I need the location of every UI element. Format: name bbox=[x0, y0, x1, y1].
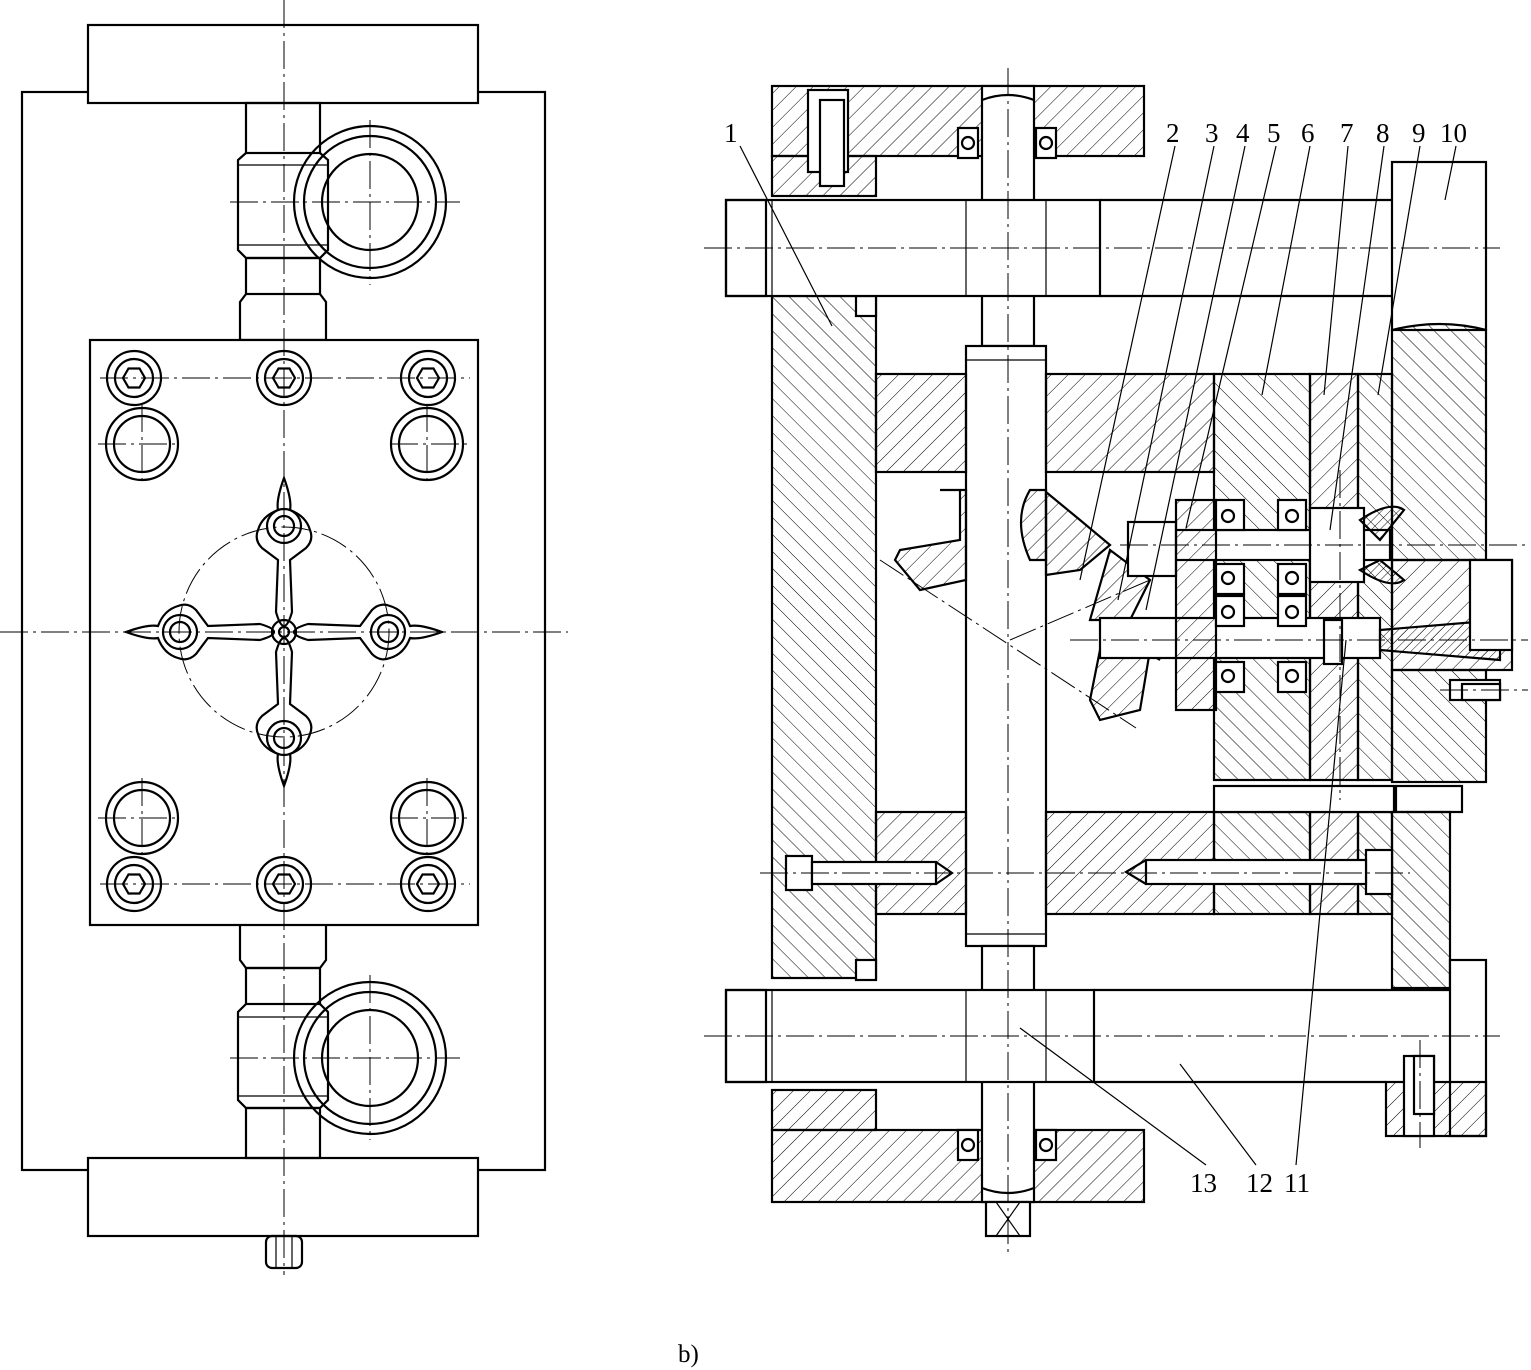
callout-2: 2 bbox=[1166, 118, 1180, 148]
fixed-plate-10 bbox=[1390, 160, 1488, 332]
top-clamp-bar bbox=[86, 23, 480, 105]
upper-mold-plate-mid bbox=[1044, 372, 1216, 474]
callout-6: 6 bbox=[1301, 118, 1315, 148]
callout-1: 1 bbox=[724, 118, 738, 148]
callout-4: 4 bbox=[1236, 118, 1250, 148]
callout-5: 5 bbox=[1267, 118, 1281, 148]
callout-12: 12 bbox=[1246, 1168, 1273, 1198]
center-lines-left bbox=[0, 0, 568, 1275]
lower-shaft bbox=[236, 925, 330, 1160]
callout-13: 13 bbox=[1190, 1168, 1217, 1198]
callout-labels: 1 2 3 4 5 6 7 8 9 10 11 12 13 bbox=[724, 118, 1467, 1198]
upper-mold-plate-left bbox=[874, 372, 968, 474]
figure-caption: b) bbox=[678, 1341, 699, 1368]
callout-8: 8 bbox=[1376, 118, 1390, 148]
callout-10: 10 bbox=[1440, 118, 1467, 148]
bearings bbox=[956, 126, 1058, 1162]
callout-7: 7 bbox=[1340, 118, 1354, 148]
bolts bbox=[784, 682, 1502, 1116]
bottom-clamp-bar bbox=[86, 1156, 480, 1238]
callout-11: 11 bbox=[1284, 1168, 1310, 1198]
leader-lines bbox=[739, 145, 1457, 1166]
top-view bbox=[0, 0, 568, 1275]
section-view: 1 2 3 4 5 6 7 8 9 10 11 12 13 bbox=[704, 68, 1528, 1256]
center-lines-right bbox=[704, 68, 1528, 1256]
upper-shaft bbox=[236, 101, 330, 342]
callout-3: 3 bbox=[1205, 118, 1219, 148]
callout-9: 9 bbox=[1412, 118, 1426, 148]
